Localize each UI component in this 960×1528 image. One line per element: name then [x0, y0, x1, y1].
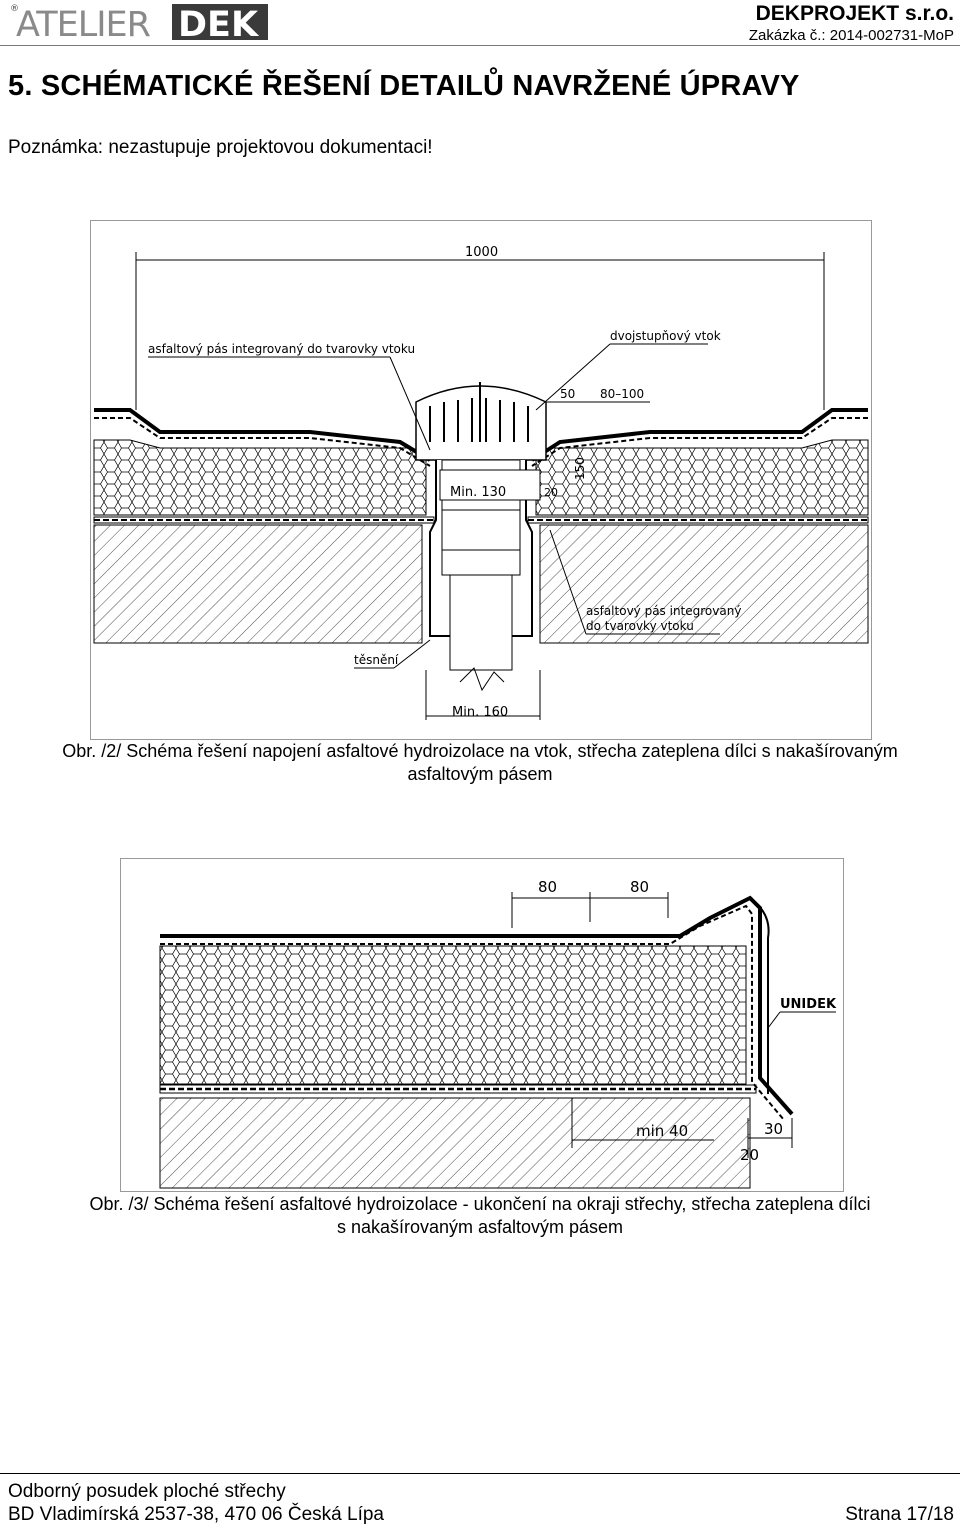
section-note: Poznámka: nezastupuje projektovou dokume…: [8, 137, 433, 158]
company-name: DEKPROJEKT s.r.o.: [755, 2, 954, 25]
figure-roof-edge-detail: 80 80 UNIDEK min 40 30 20: [120, 858, 844, 1192]
label-integrated-strip-2a: asfaltový pás integrovaný: [586, 604, 741, 618]
registered-mark: ®: [10, 4, 19, 14]
figure2-caption-line2: asfaltovým pásem: [407, 764, 553, 784]
header-divider: [0, 45, 960, 46]
label-unidek: UNIDEK: [780, 997, 837, 1012]
dim-min-160: Min. 160: [452, 705, 508, 720]
footer-address: BD Vladimírská 2537-38, 470 06 Česká Líp…: [8, 1504, 384, 1525]
dim-80-second: 80: [630, 878, 649, 896]
atelier-dek-logo: ® ATELIER DEK: [8, 2, 268, 42]
dim-20: 20: [544, 486, 558, 499]
footer-page-number: Strana 17/18: [845, 1504, 954, 1525]
dim-1000: 1000: [465, 245, 498, 260]
footer-document-title: Odborný posudek ploché střechy: [8, 1481, 286, 1502]
figure-roof-drain-detail: 1000 asfaltový pás integrovaný do tvarov…: [90, 220, 872, 740]
order-number: Zakázka č.: 2014-002731-MoP: [748, 27, 954, 44]
dim-80-first: 80: [538, 878, 557, 896]
figure3-caption-line2: s nakašírovaným asfaltovým pásem: [336, 1217, 624, 1237]
figure3-caption-line1: Obr. /3/ Schéma řešení asfaltové hydroiz…: [89, 1194, 871, 1214]
footer-divider: [0, 1473, 960, 1474]
dim-150: 150: [573, 457, 587, 480]
dim-20-edge: 20: [740, 1146, 759, 1164]
logo-dek-text: DEK: [178, 5, 260, 42]
label-integrated-strip-2b: do tvarovky vtoku: [586, 619, 694, 633]
section-title: 5. SCHÉMATICKÉ ŘEŠENÍ DETAILŮ NAVRŽENÉ Ú…: [8, 70, 800, 102]
logo-atelier-text: ATELIER: [16, 5, 151, 42]
label-two-stage-drain: dvojstupňový vtok: [610, 329, 721, 343]
dim-min-130: Min. 130: [450, 485, 506, 500]
dim-30: 30: [764, 1120, 783, 1138]
dim-min-40: min 40: [636, 1122, 688, 1140]
dim-50: 50: [560, 387, 575, 401]
figure3-caption: Obr. /3/ Schéma řešení asfaltové hydroiz…: [0, 1193, 960, 1239]
dim-80-100: 80–100: [600, 387, 644, 401]
label-integrated-strip: asfaltový pás integrovaný do tvarovky vt…: [148, 342, 415, 356]
figure2-caption: Obr. /2/ Schéma řešení napojení asfaltov…: [0, 740, 960, 786]
label-seal: těsnění: [354, 653, 399, 667]
figure2-caption-line1: Obr. /2/ Schéma řešení napojení asfaltov…: [62, 741, 898, 761]
